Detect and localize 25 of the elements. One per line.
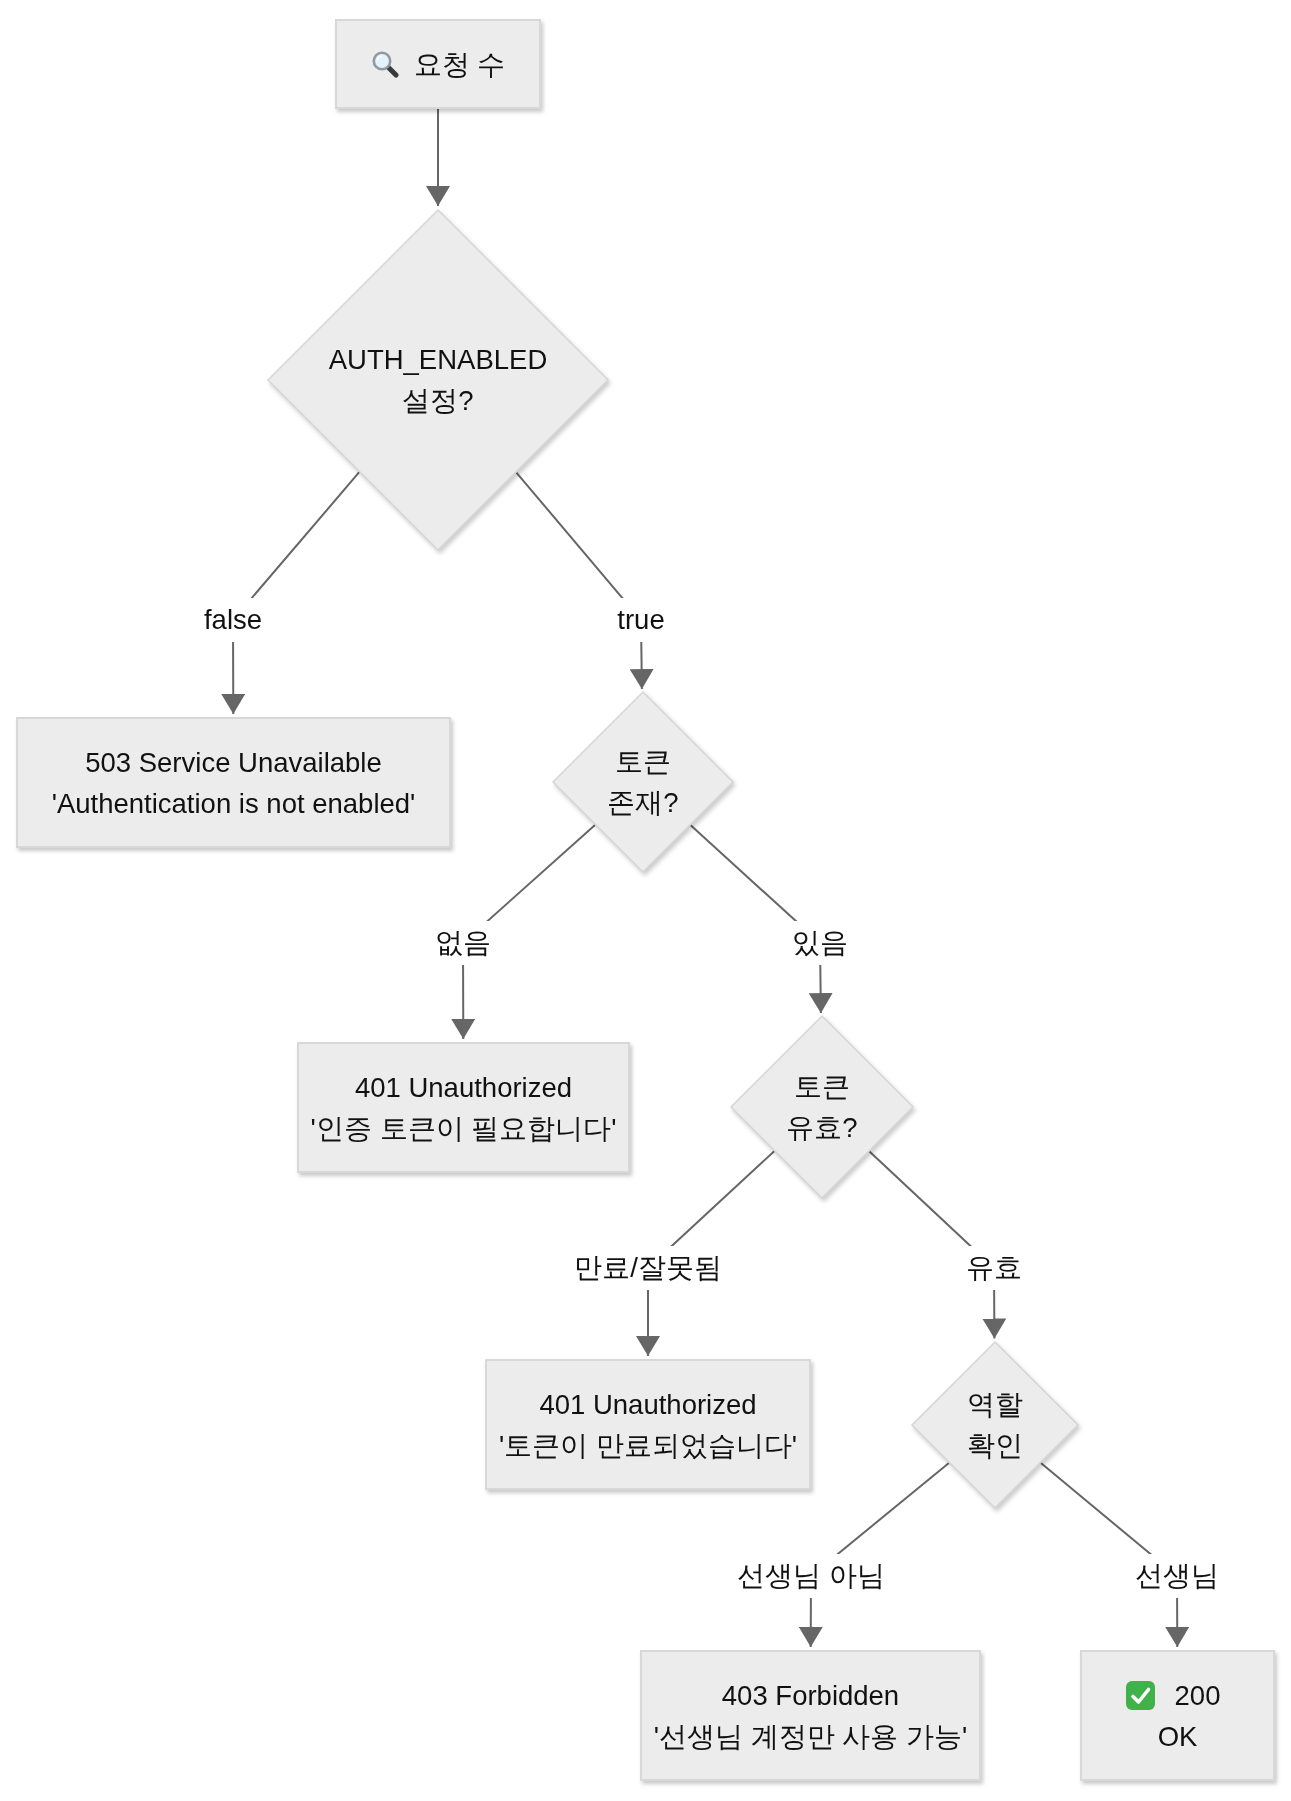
decision-diamond <box>552 691 734 873</box>
decision-diamond <box>267 209 609 551</box>
arrow <box>426 108 450 207</box>
status-line: 401 Unauthorized <box>354 1070 573 1105</box>
status-line: 403 Forbidden <box>721 1678 900 1713</box>
response-box <box>485 1359 811 1490</box>
step-title: 요청 수 <box>413 47 506 82</box>
start-box <box>335 19 541 109</box>
response-box <box>640 1650 981 1781</box>
condition-text: 토큰 유효? <box>785 1070 859 1145</box>
response-box <box>297 1042 630 1173</box>
condition-text: AUTH_ENABLED 설정? <box>327 343 549 418</box>
response-box <box>16 717 451 848</box>
status-line: 503 Service Unavailable <box>85 745 382 780</box>
status-line: 200 OK <box>1157 1679 1221 1752</box>
response-message: '인증 토큰이 필요합니다' <box>310 1111 617 1146</box>
response-box <box>1080 1650 1275 1781</box>
decision-diamond <box>911 1341 1079 1509</box>
response-message: '토큰이 만료되었습니다' <box>498 1428 798 1463</box>
response-message: '선생님 계정만 사용 가능' <box>653 1719 968 1754</box>
decision-diamond <box>730 1015 914 1199</box>
condition-text: 역할 확인 <box>966 1388 1024 1463</box>
condition-text: 토큰 존재? <box>606 745 680 820</box>
status-line: 401 Unauthorized <box>539 1387 757 1422</box>
response-message: 'Authentication is not enabled' <box>51 786 416 821</box>
